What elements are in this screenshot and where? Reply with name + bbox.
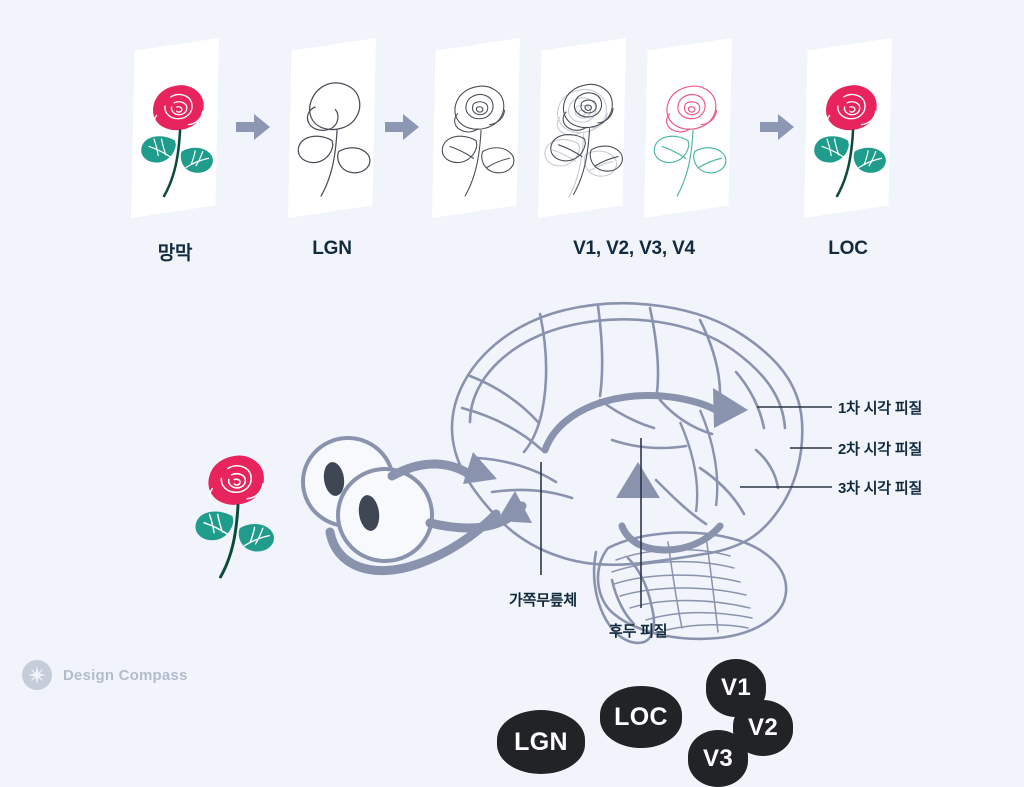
stage-card-v2: [538, 38, 626, 218]
node-v3-label: V3: [703, 744, 733, 772]
pipeline-arrow-1: [236, 114, 270, 145]
brain-outline-icon: [450, 302, 804, 645]
stage-label-loc: LOC: [828, 238, 868, 259]
stage-label-retina: 망막: [157, 243, 193, 264]
rose-outline-icon: [441, 85, 515, 197]
compass-star-icon: [22, 660, 52, 690]
leader-lines-bottom: [540, 438, 642, 608]
brand-name: Design Compass: [63, 666, 188, 684]
node-lgn[interactable]: LGN: [497, 710, 585, 774]
label-occipital-cortex: 후두 피질: [609, 623, 668, 640]
label-secondary-visual-cortex: 2차 시각 피질: [838, 441, 923, 458]
rose-tinted-outline-icon: [653, 85, 727, 197]
rose-color-icon: [141, 85, 213, 198]
optic-tract-upper: [387, 459, 477, 481]
node-v2-label: V2: [748, 714, 778, 741]
label-primary-visual-cortex: 1차 시각 피질: [838, 400, 923, 417]
label-lateral-geniculate-nucleus: 가쪽무릎체: [509, 592, 578, 609]
stage-card-v1: [432, 38, 520, 218]
stage-card-loc: [804, 38, 892, 218]
v3-tract-line: [678, 409, 719, 513]
pipeline-arrow-2: [385, 114, 419, 145]
stage-label-lgn: LGN: [312, 238, 352, 259]
leader-lines-right: [740, 406, 832, 488]
processing-pipeline: 망막 LGN V1, V2, V3, V4 LOC: [0, 0, 1024, 280]
optic-chiasm-path: [325, 509, 501, 576]
rose-stimulus-icon: [195, 455, 274, 579]
rose-blob-icon: [297, 82, 371, 197]
pipeline-arrow-3: [760, 114, 794, 145]
ventral-flow-arrowhead: [616, 462, 660, 498]
node-lgn-label: LGN: [514, 727, 568, 756]
ventral-flow-arrow: [618, 522, 724, 554]
node-v3[interactable]: V3: [688, 730, 748, 787]
cortical-flow-arrow: [541, 391, 726, 454]
stage-card-retina: [131, 38, 219, 218]
brain-diagram: LGN LOC V1 V2 V3 1차 시각 피질 2차 시각 피질 3차 시각…: [0, 280, 1024, 787]
node-loc-label: LOC: [614, 702, 668, 731]
stage-card-v34: [644, 38, 732, 218]
cortical-flow-arrowhead: [713, 388, 748, 428]
rose-color-final-icon: [814, 85, 886, 198]
eyeballs-icon: [301, 436, 434, 563]
node-v1-label: V1: [721, 674, 751, 701]
optic-tract-arrowheads: [463, 452, 532, 523]
stage-card-lgn: [288, 38, 376, 218]
node-loc[interactable]: LOC: [600, 686, 682, 748]
stage-label-v-areas: V1, V2, V3, V4: [573, 238, 695, 259]
footer-branding: Design Compass: [22, 660, 188, 690]
rose-outline-double-icon: [544, 83, 623, 198]
label-tertiary-visual-cortex: 3차 시각 피질: [838, 480, 923, 497]
